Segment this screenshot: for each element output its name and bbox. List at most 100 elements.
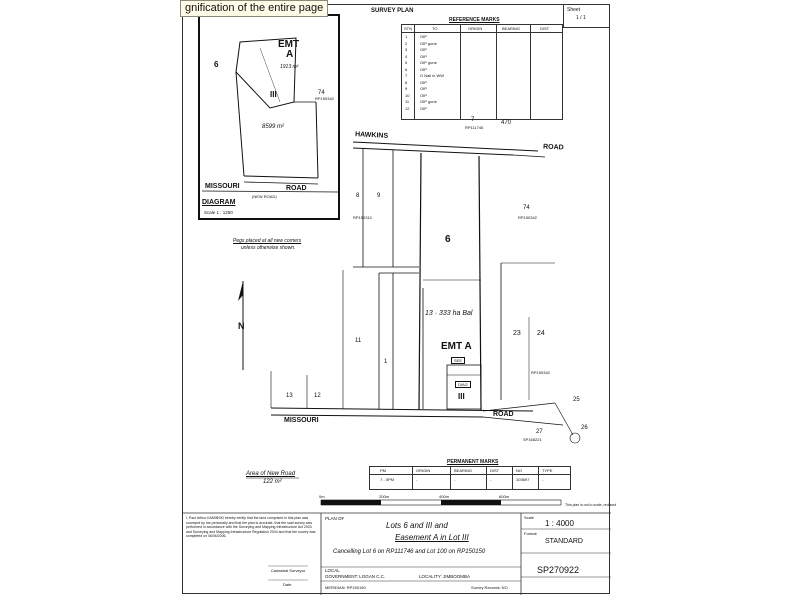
ref-row-to: OIP (420, 66, 427, 72)
lot-9-label: 9 (377, 193, 381, 199)
inset-emt-label: EMT (278, 39, 300, 50)
diag-box: DIAG (455, 381, 471, 388)
sheet-box: Sheet 1 / 1 (563, 5, 610, 28)
ref-row-to: OIP (420, 34, 427, 39)
pm-cell: - (490, 477, 492, 482)
lot-6-area: 13 · 333 ha Bal (425, 310, 473, 317)
rp-111746-ref: RP111746 (465, 125, 484, 130)
date-label: Date (283, 582, 292, 587)
permanent-marks-title: PERMANENT MARKS (447, 459, 499, 465)
format-label: Format (524, 531, 537, 536)
format-value: STANDARD (545, 538, 583, 545)
pm-cell: - (416, 477, 418, 482)
ref-row-stn: 3 (405, 47, 408, 52)
new-road-area-value: 122 m² (263, 479, 282, 485)
pm-col-header: TYPE (542, 468, 553, 473)
lot-6-label: 6 (445, 234, 451, 245)
inset-area: 8599 m² (262, 124, 285, 130)
ref-row-stn: 4 (405, 53, 408, 59)
ref-row-stn: 10 (405, 92, 410, 98)
ref-col-dist: DIST (540, 26, 550, 31)
government-field: GOVERNMENT: LOGAN C.C. (325, 574, 386, 579)
survey-plan-title: SURVEY PLAN (371, 8, 414, 14)
pm-cell: 7 - 0PM (380, 477, 395, 482)
sp-ref: SP168221 (523, 437, 542, 442)
plan-cancelling-line: Cancelling Lot 6 on RP111746 and Lot 100… (333, 549, 486, 555)
magnification-tooltip: gnification of the entire page (180, 0, 329, 17)
pm-cell: - (454, 477, 456, 482)
ref-row-to: OIP gone (420, 40, 437, 46)
pm-col-header: PM (380, 468, 386, 473)
scale-note: This plan is not to scale, reduced (565, 503, 617, 507)
ref-row-to: OIP (420, 105, 427, 111)
meridian-field: MERIDIAN: RP150150 (325, 585, 366, 590)
rp-150310-ref: RP150310 (353, 215, 372, 220)
pm-col-header: NO (516, 468, 522, 473)
lot-12-label: 12 (314, 393, 321, 399)
scale-value: 1 : 4000 (545, 519, 574, 528)
ref-row-to: OIP (420, 47, 427, 52)
survey-linework (183, 141, 611, 595)
inset-lot-6-label: 6 (214, 60, 219, 69)
pm-col-header: BEARING (454, 468, 473, 473)
ref-row-to: O Nail in WW (420, 73, 444, 78)
surveyor-signature-label: Cadastral Surveyor (271, 568, 306, 573)
hawkins-road-suffix: ROAD (542, 143, 564, 152)
lot-25-label: 25 (573, 397, 580, 403)
lot-11-label: 11 (355, 338, 362, 344)
ref-row-to: OIP (420, 86, 427, 91)
ref-col-bearing: BEARING (502, 26, 521, 31)
lot-74-ref: RP150342 (518, 215, 537, 220)
lot-26-label: 26 (581, 425, 588, 431)
inset-diagram-title: DIAGRAM (202, 199, 236, 206)
ref-row-stn: 5 (405, 60, 408, 65)
inset-lot-74-label: 74 (318, 90, 325, 96)
lot-13-label: 13 (286, 393, 293, 399)
ref-row-stn: 8 (405, 79, 408, 85)
inset-lot-iii-label: III (270, 90, 277, 99)
see-diag-box: SEE (451, 357, 466, 364)
pegs-note-line2: unless otherwise shown. (241, 245, 296, 251)
ref-col-to: TO (432, 26, 438, 31)
scale-tick-3: 600m (499, 494, 510, 499)
lot-27-label: 27 (536, 429, 543, 435)
ref-row-to: OIP gone (420, 60, 437, 65)
inset-linework (201, 37, 339, 193)
plan-number: SP270922 (537, 565, 580, 575)
inset-rp-ref: RP150342 (315, 96, 334, 101)
north-arrow-label: N (238, 321, 245, 331)
plan-lots-line: Lots 6 and III and (386, 521, 448, 530)
inset-new-road: (NEW ROAD) (252, 194, 277, 199)
locality-field: LOCALITY: JIMBOOMBA (419, 574, 471, 579)
lot-23-label: 23 (513, 330, 521, 337)
ref-col-origin: ORIGIN (468, 26, 483, 31)
pm-cell: 103697 (516, 477, 530, 482)
scale-tick-0: 0m (319, 494, 325, 499)
inset-scale: Scale 1 : 1250 (204, 210, 233, 215)
missouri-road-suffix: ROAD (493, 411, 514, 418)
inset-diagram: 6 EMT A 1913 m² III 8599 m² 74 RP150342 … (198, 14, 340, 220)
reference-marks-title: REFERENCE MARKS (449, 17, 500, 23)
ref-row-stn: 7 (405, 73, 408, 78)
ref-row-to: OIP (420, 92, 427, 98)
ref-row-stn: 6 (405, 66, 408, 72)
inset-emt-letter: A (286, 49, 294, 60)
scale-tick-2: 400m (439, 494, 450, 499)
inset-road-label: ROAD (286, 185, 307, 192)
ref-row-stn: 9 (405, 86, 408, 91)
ref-row-stn: 2 (405, 40, 408, 46)
sheet-label: Sheet (567, 7, 581, 13)
inset-emt-area: 1913 m² (280, 64, 299, 70)
pm-col-header: ORIGIN (416, 468, 431, 473)
ref-col-stn: STN (404, 26, 412, 31)
ref-row-to: OIP gone (420, 99, 437, 104)
inset-missouri-label: MISSOURI (205, 183, 240, 190)
ref-row-stn: 11 (405, 99, 410, 104)
ref-row-stn: 1 (405, 34, 408, 39)
local-label: LOCAL (325, 568, 340, 573)
sheet-value: 1 / 1 (576, 15, 586, 21)
emt-label: EMT A (441, 341, 472, 352)
rp-150342-ref: RP150342 (531, 370, 550, 375)
lot-470-label: 470 (501, 120, 512, 126)
